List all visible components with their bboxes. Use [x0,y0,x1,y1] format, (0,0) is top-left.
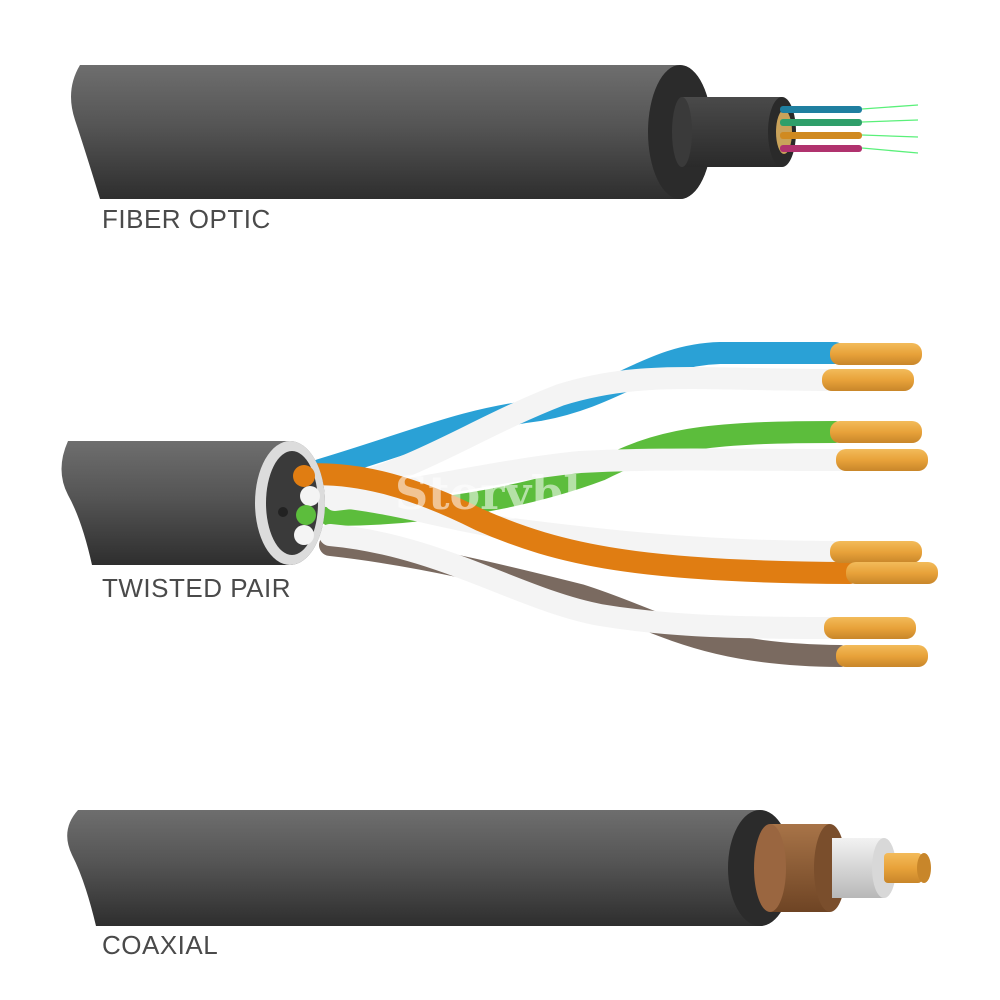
fiber-outer-jacket [71,65,712,199]
fiber-strands [861,104,919,154]
label-coaxial: COAXIAL [102,930,219,960]
watermark-text: Storybl [395,466,581,520]
fiber-buffer-blue [780,106,862,113]
coax-center-tip [917,853,931,883]
fiber-buffer-tubes [780,106,862,152]
wire-end-green [296,505,316,525]
twisted-outer-jacket [61,441,325,565]
copper-tip [836,449,928,471]
copper-tip [846,562,938,584]
copper-tip [830,421,922,443]
copper-tip [836,645,928,667]
wire-orange [289,463,861,584]
copper-tip [824,617,916,639]
fiber-strand [861,104,919,110]
twisted-wires [289,342,861,667]
wire-end-white [294,525,314,545]
label-twisted-pair: TWISTED PAIR [102,573,291,603]
fiber-buffer-magenta [780,145,862,152]
coax-outer-jacket [67,810,792,926]
wire-brown-white [319,524,841,639]
wire-blue-white [319,367,846,501]
copper-tip [822,369,914,391]
fiber-buffer-orange [780,132,862,139]
fiber-inner-tube [682,97,782,167]
copper-tip [830,343,922,365]
wire-end-white [300,486,320,506]
wire-end-orange [293,465,315,487]
fiber-strand [861,134,919,138]
label-fiber-optic: FIBER OPTIC [102,204,271,234]
coax-center-conductor [884,853,922,883]
fiber-strand [861,147,919,154]
coax-braid-front [754,824,786,912]
twisted-copper-tips [822,343,938,667]
fiber-strand [861,119,919,123]
coaxial-cable [67,810,931,926]
fiber-buffer-green [780,119,862,126]
wire-end-dark [278,507,288,517]
fiber-inner-tube-start [672,97,692,167]
twisted-pair-cable [61,342,938,667]
copper-tip [830,541,922,563]
fiber-optic-cable [71,65,919,199]
